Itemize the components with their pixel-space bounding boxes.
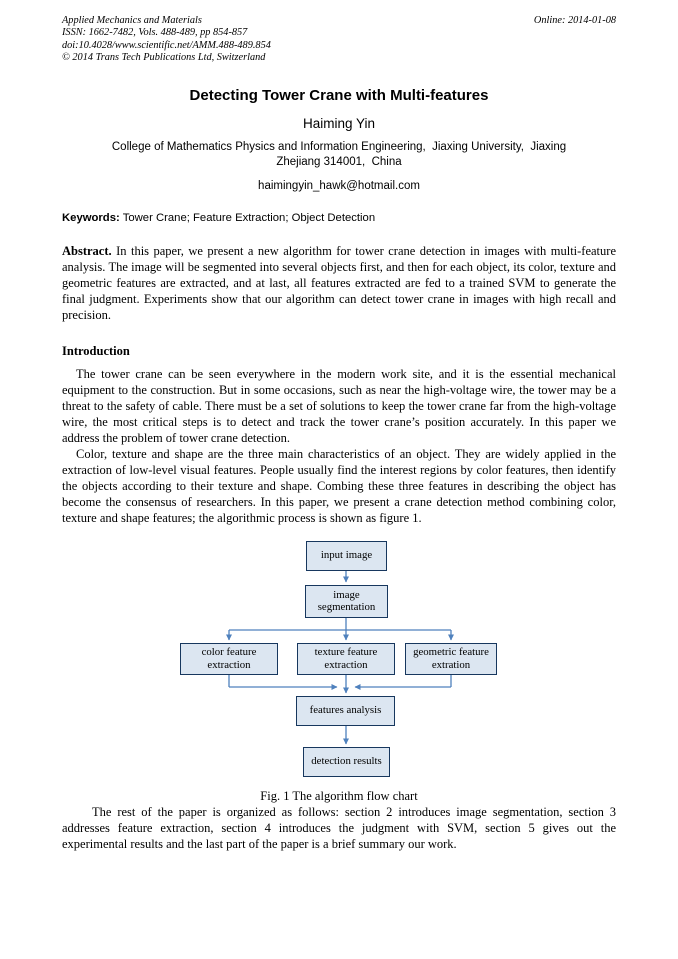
- flowchart-box-color-feature-extraction: color feature extraction: [180, 642, 278, 675]
- flowchart-box-input-image: input image: [306, 540, 387, 571]
- affiliation-line-1: College of Mathematics Physics and Infor…: [111, 140, 567, 153]
- paper-title: Detecting Tower Crane with Multi-feature…: [189, 86, 489, 104]
- figure-flowchart: input image image segmentation color fea…: [62, 540, 616, 780]
- keywords-text: Tower Crane; Feature Extraction; Object …: [119, 211, 376, 224]
- introduction-paragraph-2: Color, texture and shape are the three m…: [62, 446, 616, 525]
- abstract-paragraph: Abstract. In this paper, we present a ne…: [62, 243, 616, 323]
- affiliation: College of Mathematics Physics and Infor…: [62, 140, 616, 170]
- flowchart-box-features-analysis: features analysis: [296, 695, 395, 726]
- author-email: haimingyin_hawk@hotmail.com: [258, 179, 420, 192]
- abstract-text: In this paper, we present a new algorith…: [62, 243, 616, 322]
- flowchart-box-image-segmentation: image segmentation: [305, 584, 388, 618]
- keywords-label: Keywords:: [62, 211, 120, 224]
- abstract-label: Abstract.: [62, 243, 112, 258]
- journal-doi: doi:10.4028/www.scientific.net/AMM.488-4…: [62, 39, 271, 51]
- page-header: Applied Mechanics and Materials ISSN: 16…: [62, 15, 616, 65]
- journal-issn: ISSN: 1662-7482, Vols. 488-489, pp 854-8…: [62, 27, 248, 39]
- journal-title: Applied Mechanics and Materials: [62, 15, 202, 26]
- author-name: Haiming Yin: [302, 115, 376, 131]
- flowchart-box-detection-results: detection results: [303, 746, 390, 777]
- affiliation-line-2: Zhejiang 314001, China: [276, 155, 402, 168]
- flowchart-arrows: [226, 570, 454, 745]
- figure-caption: Fig. 1 The algorithm flow chart: [260, 788, 418, 803]
- online-date: Online: 2014-01-08: [533, 15, 616, 26]
- journal-info: Applied Mechanics and Materials ISSN: 16…: [62, 15, 271, 65]
- section-heading-introduction: Introduction: [62, 343, 130, 358]
- flowchart-box-texture-feature-extraction: texture feature extraction: [297, 642, 395, 675]
- keywords-line: Keywords: Tower Crane; Feature Extractio…: [62, 212, 616, 224]
- flowchart-box-geometric-feature-extration: geometric feature extration: [405, 642, 497, 675]
- journal-copyright: © 2014 Trans Tech Publications Ltd, Swit…: [62, 52, 266, 64]
- closing-paragraph: The rest of the paper is organized as fo…: [62, 804, 616, 851]
- introduction-paragraph-1: The tower crane can be seen everywhere i…: [62, 366, 616, 445]
